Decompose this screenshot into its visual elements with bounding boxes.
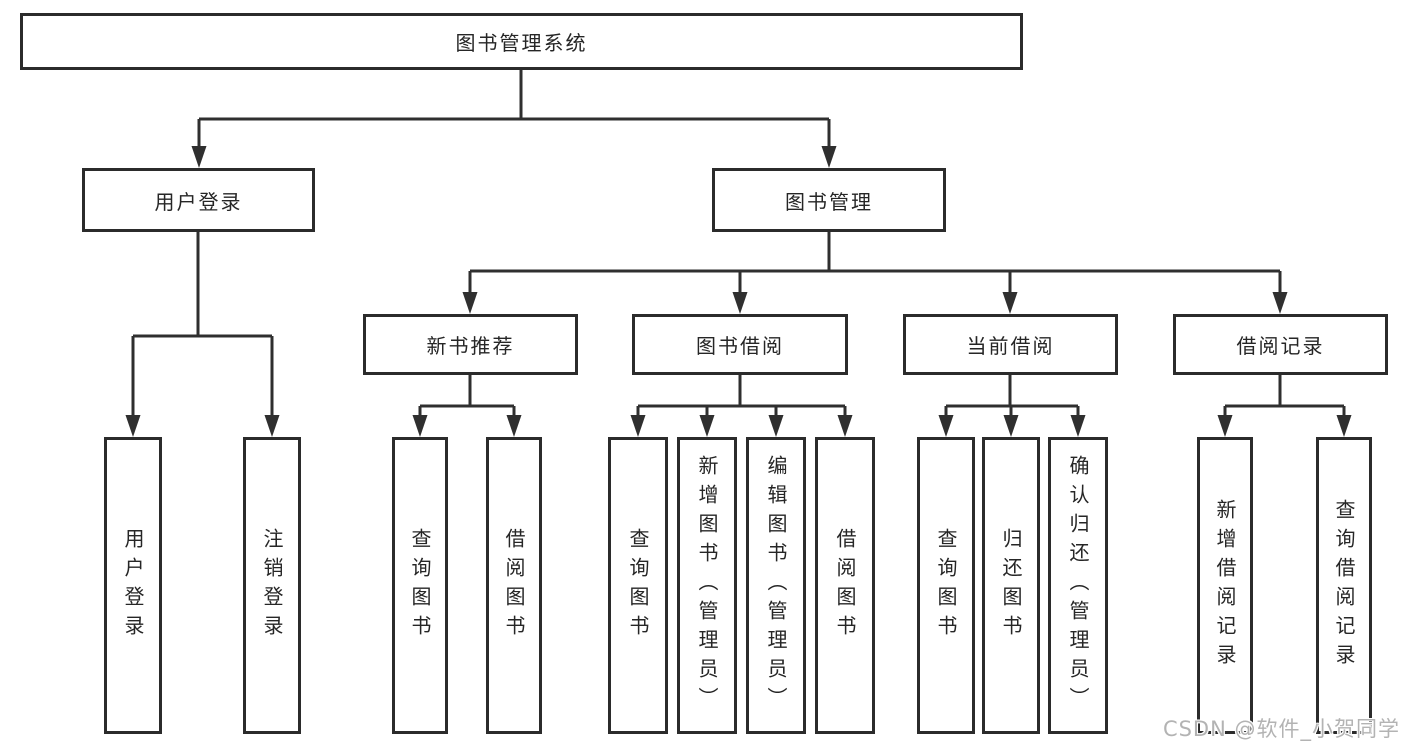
arrowhead-icon — [506, 415, 522, 437]
connector-root-to-level1 — [191, 70, 837, 168]
node-user-login: 用户登录 — [82, 168, 315, 232]
connector-book-borrowing-to-leaves — [630, 375, 853, 437]
arrowhead-icon — [412, 415, 428, 437]
leaf-label: 借阅图书 — [833, 527, 857, 644]
leaf-label: 确认归还（管理员） — [1066, 455, 1090, 716]
node-label: 当前借阅 — [966, 334, 1055, 358]
leaf-nbr-query-books: 查询图书 — [392, 437, 448, 734]
arrowhead-icon — [1070, 415, 1086, 437]
node-label: 图书管理系统 — [455, 31, 588, 55]
arrowhead-icon — [191, 146, 207, 168]
leaf-nbr-borrow-books: 借阅图书 — [486, 437, 542, 734]
leaf-bb-borrow-books: 借阅图书 — [815, 437, 875, 734]
leaf-label: 借阅图书 — [502, 527, 526, 644]
arrowhead-icon — [821, 146, 837, 168]
arrowhead-icon — [938, 415, 954, 437]
arrowhead-icon — [837, 415, 853, 437]
leaf-label: 注销登录 — [260, 527, 284, 644]
leaf-label: 用户登录 — [121, 527, 145, 644]
arrowhead-icon — [768, 415, 784, 437]
leaf-label: 查询图书 — [626, 527, 650, 644]
leaf-logout: 注销登录 — [243, 437, 301, 734]
node-borrowing-records: 借阅记录 — [1173, 314, 1388, 375]
leaf-label: 查询借阅记录 — [1332, 498, 1356, 673]
leaf-label: 新增图书（管理员） — [695, 455, 719, 716]
node-book-management: 图书管理 — [712, 168, 946, 232]
connector-new-book-recommend-to-leaves — [412, 375, 522, 437]
leaf-bb-query-books: 查询图书 — [608, 437, 668, 734]
arrowhead-icon — [699, 415, 715, 437]
connector-book-management-to-level2 — [462, 232, 1288, 314]
leaf-label: 归还图书 — [999, 527, 1023, 644]
arrowhead-icon — [732, 292, 748, 314]
leaf-bb-add-book-admin: 新增图书（管理员） — [677, 437, 737, 734]
node-new-book-recommend: 新书推荐 — [363, 314, 578, 375]
node-root-system: 图书管理系统 — [20, 13, 1023, 70]
arrowhead-icon — [1272, 292, 1288, 314]
arrowhead-icon — [1217, 415, 1233, 437]
arrowhead-icon — [462, 292, 478, 314]
node-label: 用户登录 — [154, 189, 243, 214]
leaf-label: 查询图书 — [408, 527, 432, 644]
leaf-label: 新增借阅记录 — [1213, 498, 1237, 673]
node-current-borrowing: 当前借阅 — [903, 314, 1118, 375]
node-label: 借阅记录 — [1236, 334, 1325, 358]
arrowhead-icon — [630, 415, 646, 437]
leaf-rec-query-borrow-record: 查询借阅记录 — [1316, 437, 1372, 734]
node-label: 图书借阅 — [696, 334, 784, 358]
leaf-cb-confirm-return-admin: 确认归还（管理员） — [1048, 437, 1108, 734]
leaf-user-login: 用户登录 — [104, 437, 162, 734]
arrowhead-icon — [1002, 292, 1018, 314]
arrowhead-icon — [264, 415, 280, 437]
leaf-bb-edit-book-admin: 编辑图书（管理员） — [746, 437, 806, 734]
leaf-label: 查询图书 — [934, 527, 958, 644]
node-label: 图书管理 — [785, 189, 873, 214]
leaf-label: 编辑图书（管理员） — [764, 455, 788, 716]
arrowhead-icon — [125, 415, 141, 437]
leaf-cb-query-books: 查询图书 — [917, 437, 975, 734]
connector-borrowing-records-to-leaves — [1217, 375, 1352, 437]
leaf-rec-add-borrow-record: 新增借阅记录 — [1197, 437, 1253, 734]
leaf-cb-return-books: 归还图书 — [982, 437, 1040, 734]
connector-current-borrowing-to-leaves — [938, 375, 1086, 437]
connector-user-login-to-leaves — [125, 232, 280, 437]
csdn-watermark: CSDN @软件_小贺同学 — [1162, 717, 1400, 741]
arrowhead-icon — [1003, 415, 1019, 437]
node-label: 新书推荐 — [426, 334, 515, 358]
arrowhead-icon — [1336, 415, 1352, 437]
node-book-borrowing: 图书借阅 — [632, 314, 848, 375]
